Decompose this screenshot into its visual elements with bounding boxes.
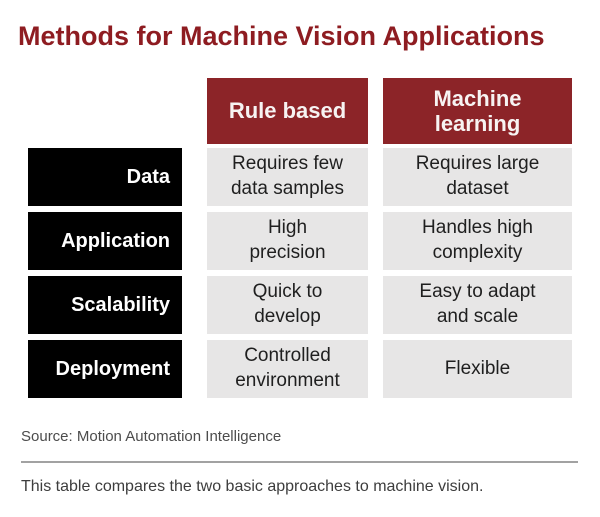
row-header-deployment: Deployment [28, 340, 182, 398]
source-attribution: Source: Motion Automation Intelligence [21, 428, 282, 445]
cell-data-machine-learning: Requires large dataset [383, 148, 572, 206]
cell-application-rule-based: High precision [207, 212, 368, 270]
column-header-rule-based: Rule based [207, 78, 368, 144]
divider-rule [21, 461, 578, 463]
column-header-machine-learning: Machine learning [383, 78, 572, 144]
table-caption: This table compares the two basic approa… [21, 478, 484, 495]
cell-deployment-machine-learning: Flexible [383, 340, 572, 398]
cell-scalability-rule-based: Quick to develop [207, 276, 368, 334]
row-header-application: Application [28, 212, 182, 270]
cell-deployment-rule-based: Controlled environment [207, 340, 368, 398]
row-header-scalability: Scalability [28, 276, 182, 334]
cell-application-machine-learning: Handles high complexity [383, 212, 572, 270]
cell-data-rule-based: Requires few data samples [207, 148, 368, 206]
cell-scalability-machine-learning: Easy to adapt and scale [383, 276, 572, 334]
page-title: Methods for Machine Vision Applications [18, 21, 545, 51]
row-header-data: Data [28, 148, 182, 206]
